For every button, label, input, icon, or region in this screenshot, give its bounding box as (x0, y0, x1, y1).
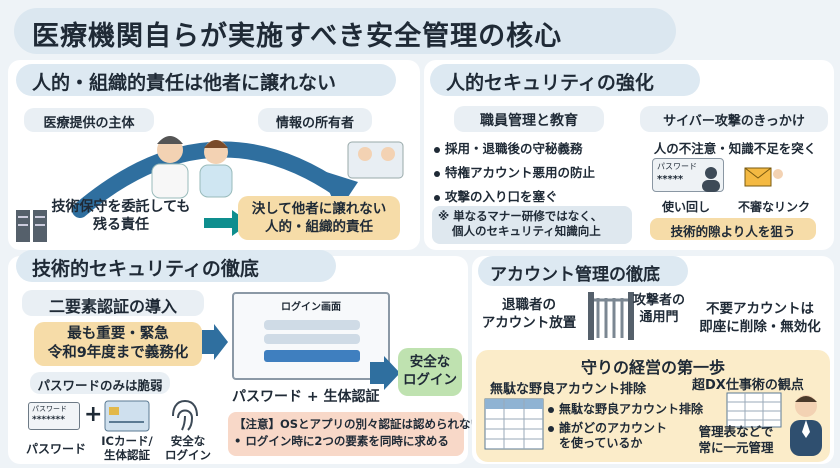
bullet-item: 採用・退職後の守秘義務 (434, 138, 634, 157)
spreadsheet-icon (484, 398, 544, 450)
login-button[interactable] (264, 350, 360, 362)
section-header-responsibility: 人的・組織的責任は他者に譲れない (16, 64, 396, 96)
cyber-sub-text: 人の不注意・知識不足を突く (653, 141, 817, 156)
fingerprint-icon (172, 400, 198, 431)
dx-header: 超DX仕事術の観点 (692, 378, 804, 393)
staff-bullets: 採用・退職後の守秘義務 特権アカウント悪用の防止 攻撃の入り口を塞ぐ (434, 138, 634, 205)
tag-staff-education: 職員管理と教育 (454, 106, 604, 132)
caption-safe-login: 安全な ログイン (165, 434, 211, 462)
tag-information-owner: 情報の所有者 (258, 108, 372, 132)
attacker-gate-text: 攻撃者の 通用門 (632, 293, 685, 325)
tag-mfa: 二要素認証の導入 (22, 290, 204, 316)
table-icon (726, 392, 782, 428)
section-header-technical-security: 技術的セキュリティの徹底 (16, 250, 336, 282)
caption-ic-biometric: ICカード/ 生体認証 (101, 434, 153, 462)
section-header-human-security: 人的セキュリティの強化 (430, 64, 700, 96)
server-rack-icon (16, 210, 47, 242)
stray-account-header: 無駄な野良アカウント排除 (490, 382, 647, 397)
bullet-item: 無駄な野良アカウント排除 (548, 400, 703, 417)
safe-login-badge: 安全な ログイン (398, 348, 462, 396)
bullet-item: 特権アカウント悪用の防止 (434, 162, 634, 181)
retired-account-text: 退職者の アカウント放置 (481, 297, 577, 331)
consultation-icon (347, 141, 404, 179)
nurse-icon (199, 140, 233, 198)
ic-card-icon (104, 400, 150, 432)
gate-icon (588, 292, 634, 340)
caution-box: 【注意】OSとアプリの別々認証は認められない • ログイン時に2つの要素を同時に… (228, 412, 482, 456)
bullet-item: 誰がどのアカウント を使っているか (548, 421, 703, 451)
page-title: 医療機関自らが実施すべき安全管理の核心 (32, 21, 563, 52)
doctor-icon (151, 136, 189, 199)
password-field[interactable] (264, 334, 360, 344)
plus-sign: + (84, 402, 103, 427)
username-field[interactable] (264, 320, 360, 330)
section-header-account-management: アカウント管理の徹底 (478, 256, 688, 286)
priority-box: 最も重要・緊急 令和9年度まで義務化 (34, 322, 202, 366)
unneeded-account-text: 不要アカウントは 即座に削除・無効化 (699, 301, 821, 335)
tag-password-only-weak: パスワードのみは脆弱 (30, 372, 170, 394)
caption-password: パスワード (26, 442, 87, 456)
bullet-item: 攻撃の入り口を塞ぐ (434, 186, 634, 205)
arrow-right-icon (370, 356, 400, 390)
defense-bullets: 無駄な野良アカウント排除 誰がどのアカウント を使っているか (548, 400, 703, 451)
tag-cyber-trigger: サイバー攻撃のきっかけ (640, 106, 828, 132)
user-silhouette-icon (702, 167, 720, 192)
title-band: 医療機関自らが実施すべき安全管理の核心 (14, 8, 676, 54)
businessman-icon (790, 395, 822, 456)
arrow-head-icon (320, 170, 358, 212)
central-management-text: 管理表などで 常に一元管理 (698, 424, 774, 455)
mail-link-icon (744, 167, 783, 187)
combo-caption: パスワード + 生体認証 (232, 389, 380, 405)
arrow-right-icon (202, 324, 228, 360)
suspicious-link-label: 不審なリンク (738, 200, 811, 214)
tag-medical-provider: 医療提供の主体 (24, 108, 154, 132)
password-field-icon: パスワード ******* (28, 402, 80, 430)
target-people-box: 技術的隙より人を狙う (650, 218, 816, 240)
responsibility-illustration (72, 136, 404, 218)
login-screen-mockup: ログイン画面 (232, 292, 390, 380)
remaining-responsibility-text: 技術保守を委託しても 残る責任 (51, 199, 191, 233)
defense-header: 守りの経営の第一歩 (580, 358, 725, 377)
never-transfer-box: 決して他者に譲れない 人的・組織的責任 (238, 196, 400, 240)
training-note: ※ 単なるマナー研修ではなく、 個人のセキュリティ知識向上 (432, 206, 632, 244)
reuse-label: 使い回し (662, 200, 711, 214)
